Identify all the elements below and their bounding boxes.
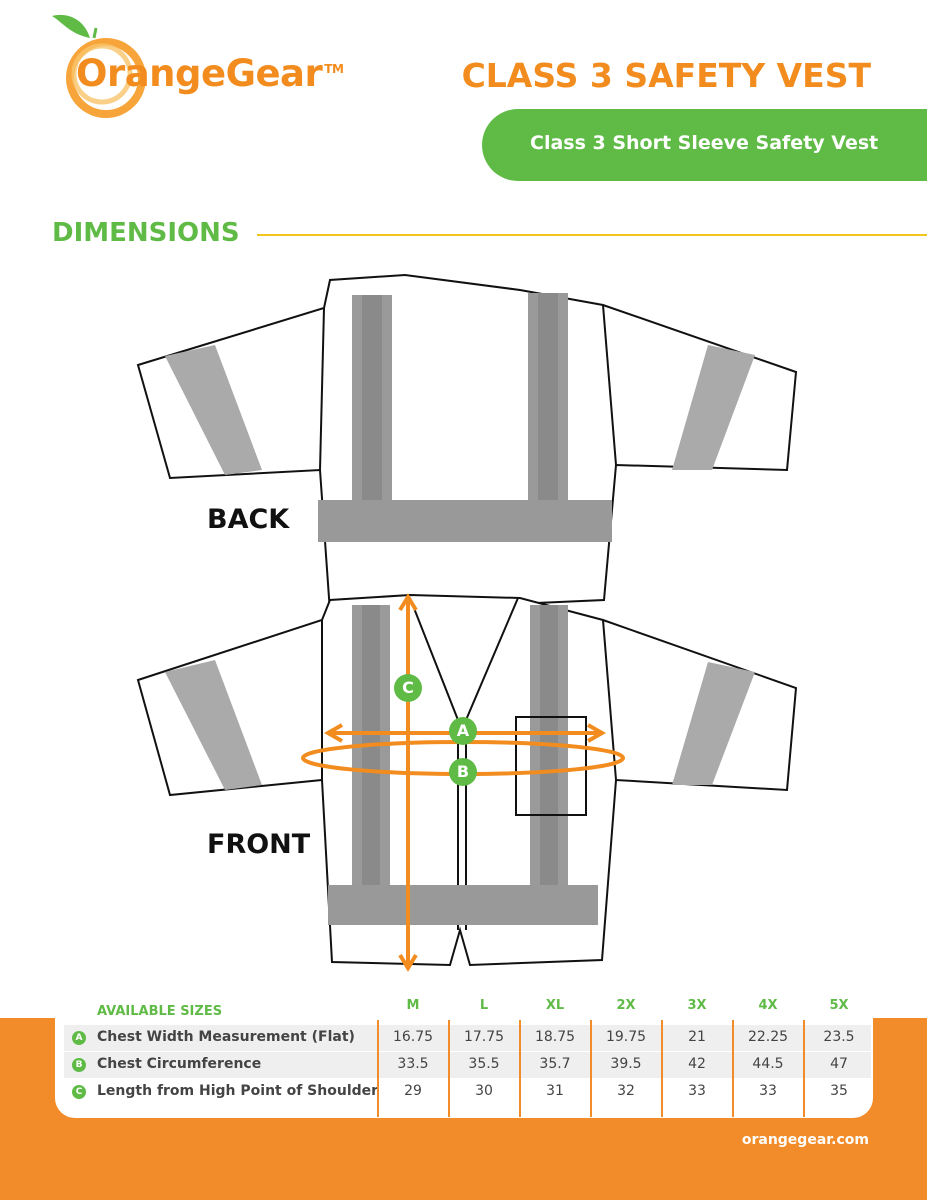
brand-name: OrangeGear [76,52,323,95]
subtitle-banner [482,109,927,181]
table-cell: 23.5 [823,1029,855,1045]
table-cell: 42 [688,1056,706,1072]
column-divider [732,1020,734,1117]
table-cell: 30 [475,1083,493,1099]
table-cell: 19.75 [605,1029,647,1045]
table-cell: 18.75 [534,1029,576,1045]
table-cell: 35 [830,1083,848,1099]
column-divider [661,1020,663,1117]
row-label: Length from High Point of Shoulder [97,1083,379,1099]
table-cell: 32 [617,1083,635,1099]
size-header-m: M [406,998,420,1013]
row-key-badge: A [72,1031,86,1045]
vest-diagram [136,273,798,972]
row-key-badge: C [72,1085,86,1099]
table-cell: 21 [688,1029,706,1045]
marker-badges [394,674,477,786]
size-header-5x: 5X [829,998,849,1013]
footer-website-link[interactable]: orangegear.com [741,1132,869,1148]
size-header-xl: XL [545,998,565,1013]
table-cell: 39.5 [610,1056,642,1072]
column-divider [590,1020,592,1117]
table-cell: 33.5 [397,1056,429,1072]
marker-label-c: C [402,678,414,697]
column-divider [519,1020,521,1117]
table-cell: 35.5 [468,1056,500,1072]
leaf-icon [52,14,90,38]
table-cell: 29 [404,1083,422,1099]
table-cell: 33 [688,1083,706,1099]
marker-label-a: A [456,721,470,740]
back-vest-illustration [136,273,798,614]
size-header-3x: 3X [687,998,707,1013]
size-header-4x: 4X [758,998,778,1013]
row-label: Chest Circumference [97,1056,262,1072]
column-divider [377,1020,379,1117]
table-cell: 17.75 [463,1029,505,1045]
front-label: FRONT [207,829,311,860]
orangegear-logo [52,14,146,118]
table-cell: 35.7 [539,1056,571,1072]
row-label: Chest Width Measurement (Flat) [97,1029,355,1045]
trademark-mark: TM [324,61,344,76]
dimensions-heading: DIMENSIONS [52,218,240,248]
page-title: CLASS 3 SAFETY VEST [461,56,871,95]
table-row: B Chest Circumference 33.5 35.5 35.7 39.… [64,1052,871,1078]
column-divider [803,1020,805,1117]
size-header-2x: 2X [616,998,636,1013]
marker-label-b: B [456,762,470,781]
column-divider [448,1020,450,1117]
back-label: BACK [207,504,290,535]
size-header-l: L [479,998,489,1013]
table-cell: 47 [830,1056,848,1072]
table-row: A Chest Width Measurement (Flat) 16.75 1… [64,1025,871,1051]
sizes-table-heading: AVAILABLE SIZES [97,1004,223,1019]
table-cell: 22.25 [747,1029,789,1045]
row-key-badge: B [72,1058,86,1072]
table-cell: 16.75 [392,1029,434,1045]
table-cell: 31 [546,1083,564,1099]
page-subtitle: Class 3 Short Sleeve Safety Vest [530,132,879,154]
table-cell: 33 [759,1083,777,1099]
heading-divider [257,234,927,236]
table-row: C Length from High Point of Shoulder 29 … [64,1079,871,1105]
table-cell: 44.5 [752,1056,784,1072]
